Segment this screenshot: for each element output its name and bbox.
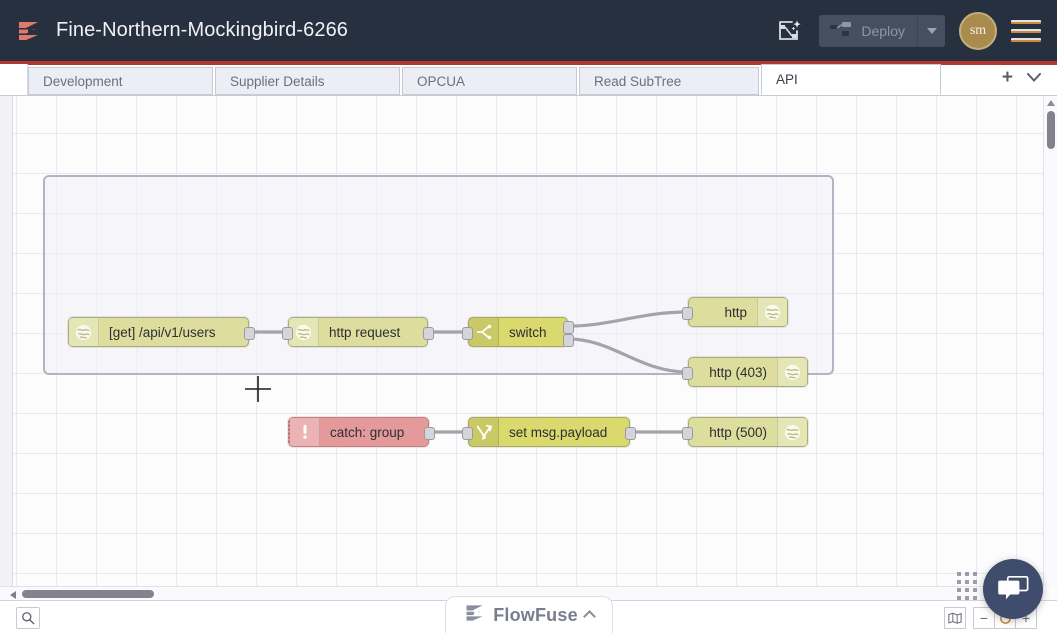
tab-bar-actions: + [992, 64, 1057, 95]
flow-canvas[interactable]: [get] /api/v1/users http request [0, 96, 1057, 600]
tab-api[interactable]: API [761, 64, 941, 95]
flowfuse-logo-icon [16, 18, 42, 44]
globe-icon [777, 418, 807, 446]
chat-bubble-icon[interactable] [983, 559, 1043, 619]
horizontal-scrollbar[interactable] [0, 586, 1043, 600]
globe-icon [757, 298, 787, 326]
tab-opcua[interactable]: OPCUA [402, 67, 577, 95]
switch-icon [469, 318, 499, 346]
globe-icon [777, 358, 807, 386]
tab-bar-left-pad [0, 64, 28, 95]
node-catch[interactable]: catch: group [288, 417, 435, 447]
chevron-down-icon [926, 27, 937, 34]
tab-development[interactable]: Development [28, 67, 213, 95]
node-label: http request [329, 324, 401, 340]
node-label: switch [509, 324, 547, 340]
flowfuse-label: FlowFuse [493, 604, 578, 625]
node-input-port[interactable] [682, 307, 693, 320]
node-output-port[interactable] [424, 427, 435, 440]
node-http-response-403[interactable]: http (403) [682, 357, 808, 387]
navigator-map-icon[interactable] [944, 607, 966, 629]
vertical-scrollbar[interactable] [1043, 96, 1057, 586]
menu-bar [1011, 28, 1041, 33]
menu-bar [1011, 37, 1041, 42]
wire-switch-http403 [567, 337, 689, 374]
flow-wires [248, 310, 689, 434]
ai-flow-generate-icon[interactable] [775, 16, 805, 46]
brand-block: Fine-Northern-Mockingbird-6266 [0, 18, 348, 44]
deploy-button[interactable]: Deploy [819, 14, 945, 47]
app-header: Fine-Northern-Mockingbird-6266 [0, 0, 1057, 61]
scroll-up-arrow-icon[interactable] [1047, 100, 1055, 106]
node-http-in[interactable]: [get] /api/v1/users [68, 317, 255, 347]
node-label: http (500) [709, 424, 767, 440]
tab-supplier-details[interactable]: Supplier Details [215, 67, 400, 95]
hamburger-menu-icon[interactable] [1011, 19, 1041, 42]
scroll-left-arrow-icon[interactable] [10, 591, 16, 599]
horizontal-scroll-thumb[interactable] [22, 590, 154, 598]
node-output-port[interactable] [625, 427, 636, 440]
node-label: catch: group [330, 424, 405, 440]
drag-dots-icon[interactable] [957, 572, 977, 600]
node-label: [get] /api/v1/users [109, 324, 216, 340]
globe-icon [69, 318, 99, 346]
deploy-button-label: Deploy [861, 22, 905, 39]
node-label: set msg.payload [509, 424, 608, 440]
node-output-port[interactable] [423, 327, 434, 340]
chevron-down-icon[interactable] [1027, 69, 1041, 87]
wire-switch-http [567, 310, 689, 328]
node-input-port[interactable] [282, 327, 293, 340]
node-switch[interactable]: switch [462, 317, 574, 347]
node-input-port[interactable] [682, 367, 693, 380]
deploy-dropdown-button[interactable] [917, 14, 945, 47]
node-http-response[interactable]: http [682, 297, 788, 327]
node-label: http (403) [709, 364, 767, 380]
page-title: Fine-Northern-Mockingbird-6266 [56, 19, 349, 41]
menu-bar [1011, 19, 1041, 24]
canvas-left-rail [0, 96, 13, 600]
node-input-port[interactable] [462, 327, 473, 340]
flowfuse-panel-toggle[interactable]: FlowFuse [445, 596, 613, 633]
node-http-response-500[interactable]: http (500) [682, 417, 808, 447]
deploy-button-main[interactable]: Deploy [819, 15, 917, 47]
alert-icon [290, 418, 320, 446]
chevron-up-icon[interactable] [582, 610, 596, 623]
header-actions: Deploy sm [775, 11, 1057, 50]
node-output-port-2[interactable] [563, 334, 574, 347]
node-input-port[interactable] [462, 427, 473, 440]
flow-tab-bar: Development Supplier Details OPCUA Read … [0, 64, 1057, 96]
flowfuse-logo-icon [464, 602, 486, 629]
deploy-node-icon [829, 20, 853, 41]
plus-icon[interactable]: + [1001, 67, 1013, 88]
search-icon[interactable] [16, 607, 40, 629]
node-http-request[interactable]: http request [282, 317, 434, 347]
vertical-scroll-thumb[interactable] [1047, 111, 1055, 149]
header-accent-bar [0, 61, 1057, 65]
node-output-port[interactable] [244, 327, 255, 340]
node-change[interactable]: set msg.payload [462, 417, 636, 447]
avatar[interactable]: sm [959, 11, 997, 50]
change-icon [469, 418, 499, 446]
tab-read-subtree[interactable]: Read SubTree [579, 67, 759, 95]
node-input-port[interactable] [682, 427, 693, 440]
node-output-port-1[interactable] [563, 321, 574, 334]
node-label: http [724, 304, 747, 320]
globe-icon [289, 318, 319, 346]
